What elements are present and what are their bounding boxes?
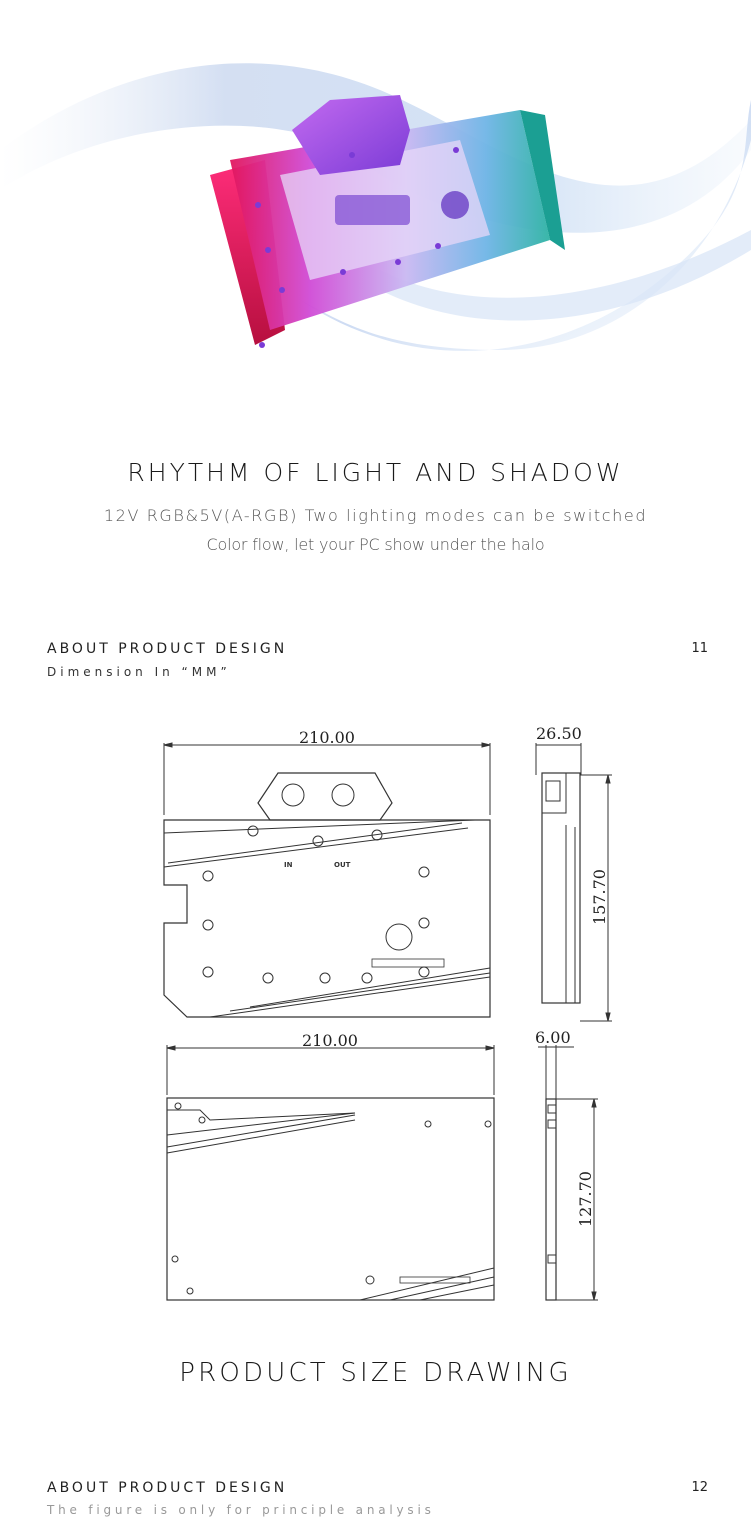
side-view-back: 6.00 127.70 [535,1028,598,1301]
headline-line2: Color flow, let your PC show under the h… [206,535,545,554]
headline-line1: 12V RGB&5V(A-RGB) Two lighting modes can… [103,506,648,525]
front-width-label: 210.00 [299,728,355,747]
back-height-label: 127.70 [576,1171,595,1227]
back-width-label: 210.00 [302,1031,358,1050]
out-label: OUT [334,861,351,869]
side-height-label: 157.70 [590,869,609,925]
front-view: 210.00 IN OUT [163,728,491,1018]
drawing-title: PRODUCT SIZE DRAWING [179,1358,572,1388]
side-view-front: 26.50 157.70 [535,724,612,1022]
in-label: IN [284,861,293,869]
hero-image [0,0,751,420]
section2-title: ABOUT PRODUCT DESIGN [47,1480,288,1496]
side-depth-label: 26.50 [536,724,582,743]
section1-title: ABOUT PRODUCT DESIGN [47,641,288,657]
section2-subtitle: The figure is only for principle analysi… [47,1503,435,1517]
section1-page-number: 11 [691,641,708,656]
section2-page-number: 12 [691,1480,708,1495]
back-view: 210.00 [166,1031,495,1301]
section1-subtitle: Dimension In “MM” [47,665,231,679]
back-depth-label: 6.00 [535,1028,571,1047]
gpu-water-block-image [0,63,751,351]
product-size-drawing: 210.00 IN OUT [150,715,620,1315]
headline-title: RHYTHM OF LIGHT AND SHADOW [127,458,624,487]
